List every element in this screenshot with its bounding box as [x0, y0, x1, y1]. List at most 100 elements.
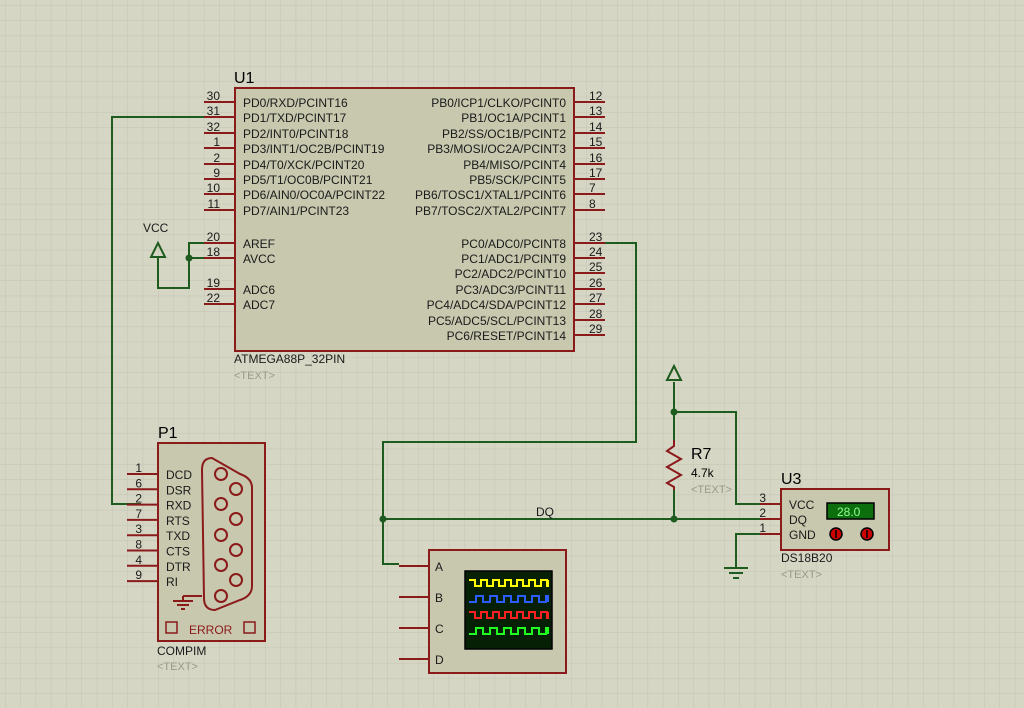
vcc-terminal-r7[interactable] — [665, 363, 683, 381]
pin-number: 32 — [207, 120, 221, 134]
pin-name: PC2/ADC2/PCINT10 — [455, 267, 567, 281]
pin-name: ADC6 — [243, 283, 275, 297]
u3-part-name: DS18B20 — [781, 551, 833, 565]
net-label-dq[interactable]: DQ — [536, 505, 554, 519]
p1-body — [157, 442, 266, 642]
oscilloscope[interactable]: A B C D — [399, 549, 567, 674]
scope-channel-b[interactable]: B — [399, 591, 443, 605]
wire-u3-vcc[interactable] — [674, 411, 760, 505]
pin-number: 4 — [135, 553, 142, 567]
pin-name: AVCC — [243, 252, 276, 266]
p1-text-placeholder: <TEXT> — [157, 661, 198, 673]
junction-dq-r7 — [670, 515, 678, 523]
wire-vcc-aref[interactable] — [157, 242, 204, 289]
pin-number: 27 — [589, 291, 603, 305]
vcc-terminal[interactable]: VCC — [143, 221, 169, 262]
pin-name: RXD — [166, 499, 192, 513]
pin-number: 7 — [135, 507, 142, 521]
scope-channel-c[interactable]: C — [399, 622, 444, 636]
pin-name: AREF — [243, 237, 275, 251]
wire-u3-gnd[interactable] — [735, 533, 760, 568]
pin-name: PC5/ADC5/SCL/PCINT13 — [428, 314, 566, 328]
pin-number: 25 — [589, 260, 603, 274]
db9-pin-circles — [214, 467, 243, 603]
pin-number: 8 — [135, 538, 142, 552]
scope-traces — [469, 579, 549, 635]
r7-resistor[interactable]: R7 4.7k <TEXT> — [664, 440, 732, 496]
db9-ground-icon — [173, 595, 202, 610]
pin-number: 29 — [589, 322, 603, 336]
pin-number: 30 — [207, 89, 221, 103]
u3-refdes: U3 — [781, 471, 802, 488]
r7-value: 4.7k — [691, 466, 715, 480]
increase-button-icon[interactable] — [860, 527, 874, 541]
wire-txd-to-rxd[interactable] — [111, 116, 204, 505]
scope-channel-d[interactable]: D — [399, 653, 444, 667]
pin-number: 6 — [135, 476, 142, 490]
pin-name: PC4/ADC4/SDA/PCINT12 — [427, 298, 567, 312]
pin-name: PB4/MISO/PCINT4 — [463, 158, 566, 172]
pin-name: TXD — [166, 529, 190, 543]
ground-terminal[interactable] — [724, 567, 748, 579]
u3-lcd-display — [826, 502, 875, 520]
channel-label: B — [435, 591, 443, 605]
pin-name: DSR — [166, 483, 192, 497]
pin-number: 18 — [207, 245, 221, 259]
decrease-button-icon[interactable] — [829, 527, 843, 541]
pin-name: PD3/INT1/OC2B/PCINT19 — [243, 142, 385, 156]
channel-label: D — [435, 653, 444, 667]
pin-name: ADC7 — [243, 298, 275, 312]
pin-name: PB3/MOSI/OC2A/PCINT3 — [427, 142, 566, 156]
wire-pc0-to-dq[interactable] — [382, 242, 637, 565]
pin-number: 1 — [759, 521, 766, 535]
scope-channel-a[interactable]: A — [399, 560, 443, 574]
pin-number: 22 — [207, 291, 221, 305]
u1-body — [234, 87, 575, 352]
pin-name: PB0/ICP1/CLKO/PCINT0 — [431, 96, 566, 110]
pin-number: 7 — [589, 181, 596, 195]
